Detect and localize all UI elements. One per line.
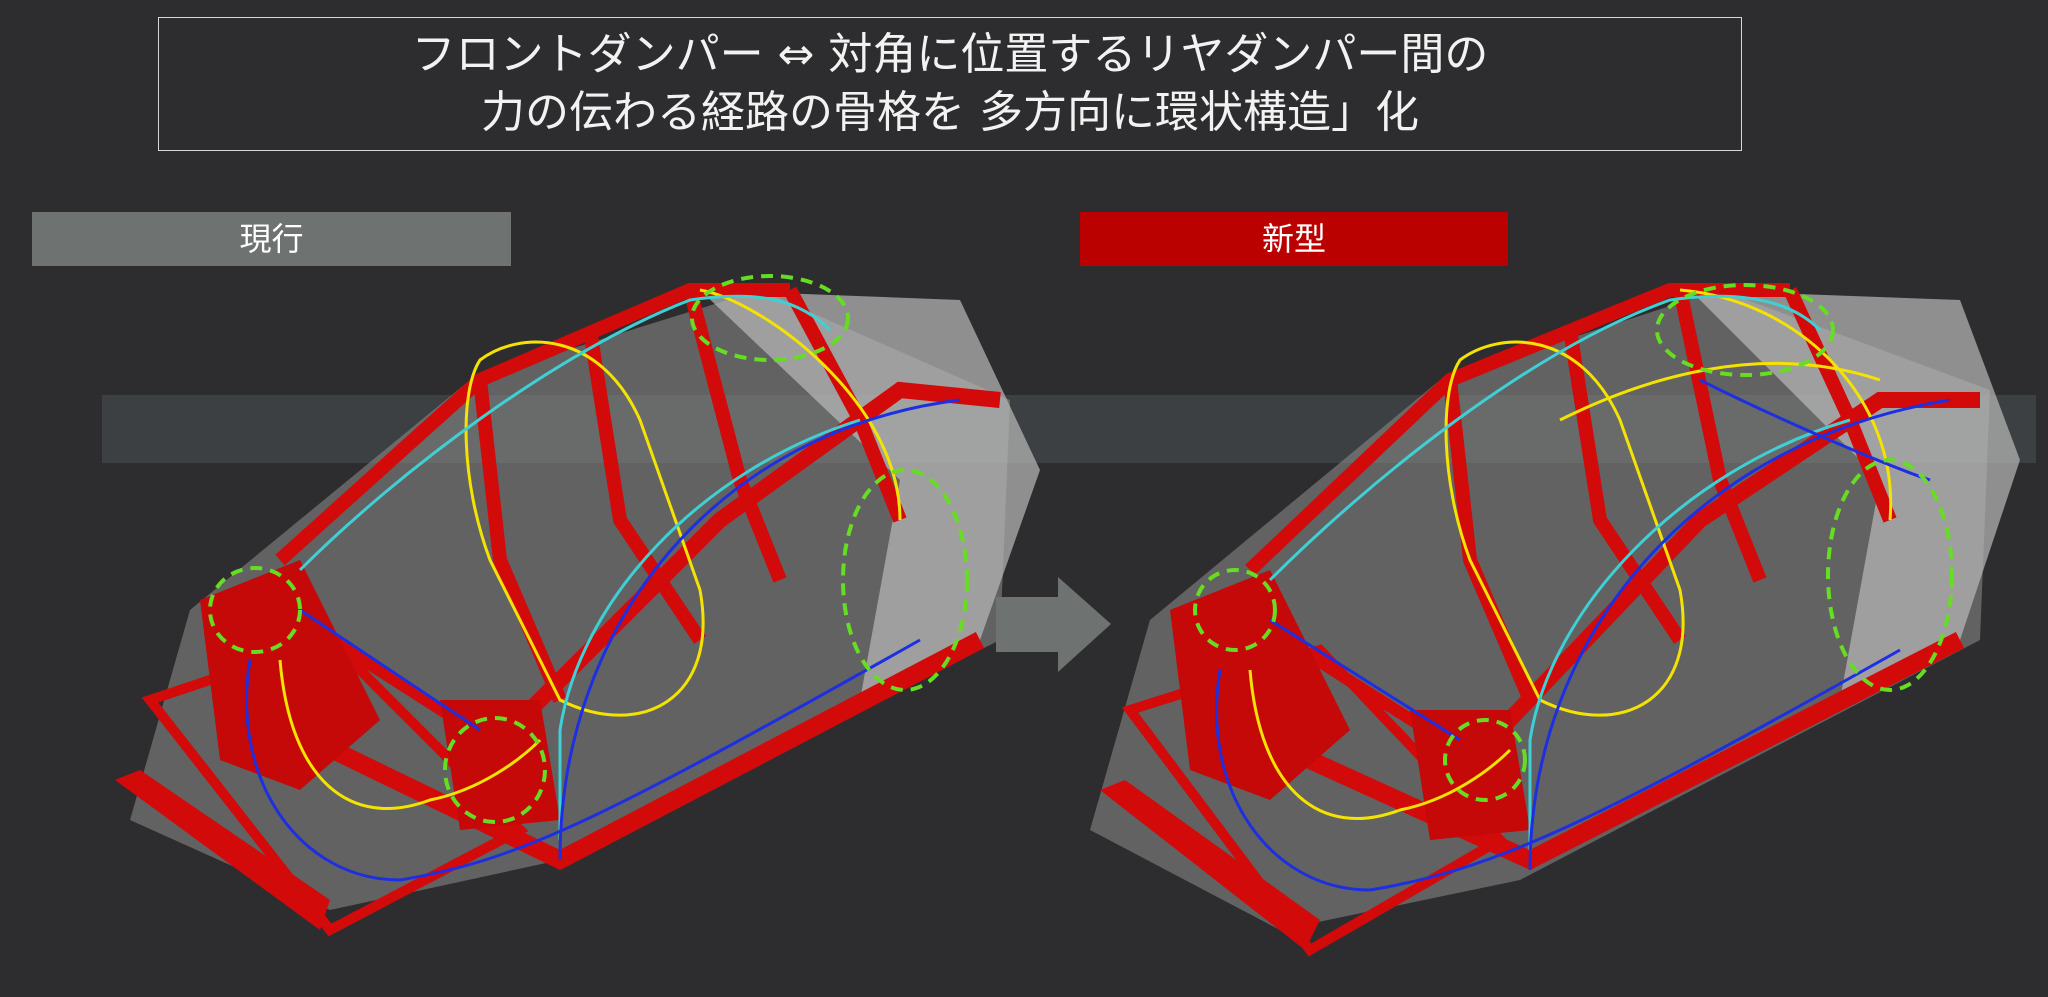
label-new: 新型 bbox=[1080, 212, 1508, 266]
label-current: 現行 bbox=[32, 212, 511, 266]
right-arrow-icon bbox=[996, 577, 1111, 672]
title-line-2: 力の伝わる経路の骨格を 多方向に環状構造」化 bbox=[481, 87, 1419, 138]
body-structure-new bbox=[1090, 283, 2020, 957]
title-line-1: フロントダンパー ⇔ 対角に位置するリヤダンパー間の bbox=[411, 29, 1489, 80]
title-box: フロントダンパー ⇔ 対角に位置するリヤダンパー間の 力の伝わる経路の骨格を 多… bbox=[158, 17, 1742, 151]
body-structure-current bbox=[115, 283, 1040, 937]
load-paths-new bbox=[1193, 283, 1954, 892]
load-paths-current bbox=[208, 274, 969, 882]
